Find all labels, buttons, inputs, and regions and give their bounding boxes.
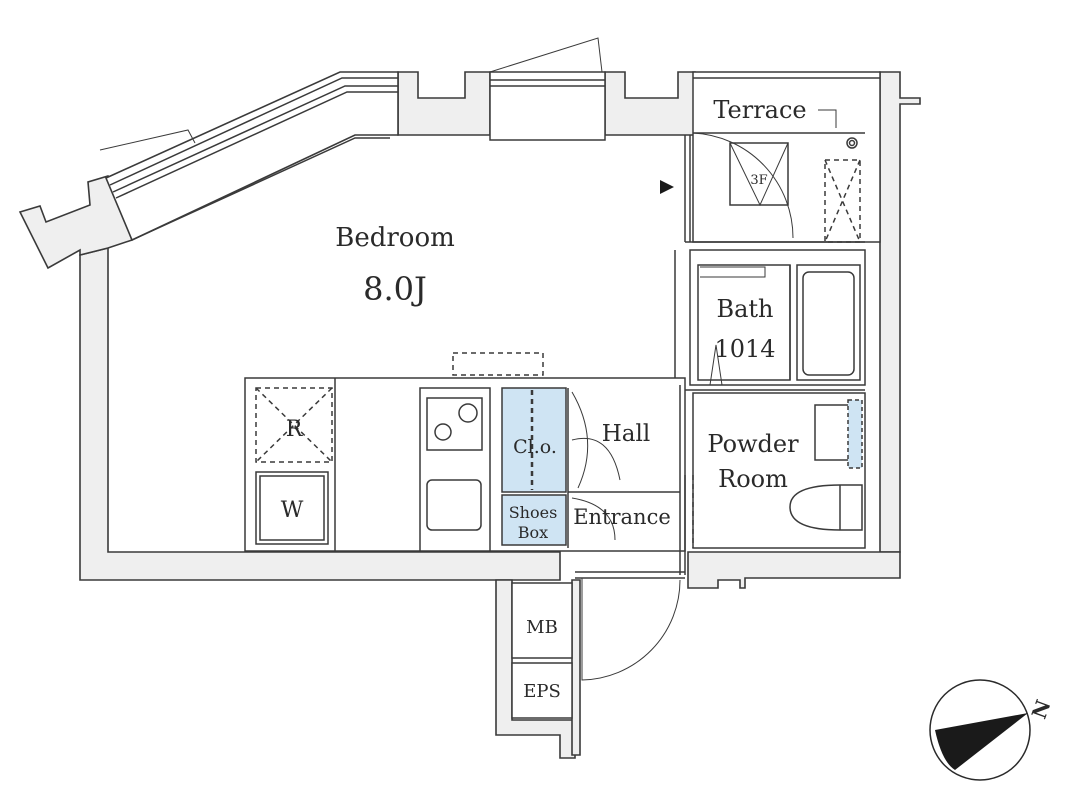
bath-size: 1014 bbox=[714, 335, 775, 363]
top-window bbox=[489, 37, 606, 141]
diagonal-window bbox=[99, 71, 399, 242]
hall-label: Hall bbox=[602, 421, 650, 447]
entrance-label: Entrance bbox=[573, 505, 671, 529]
bedroom-label: Bedroom bbox=[335, 223, 455, 253]
closet-label: Cl.o. bbox=[513, 436, 557, 458]
washer-label: W bbox=[281, 498, 304, 523]
terrace bbox=[660, 71, 881, 243]
shoes-box-label-1: Shoes bbox=[509, 503, 558, 522]
terrace-label: Terrace bbox=[713, 96, 806, 124]
powder-room-label-1: Powder bbox=[707, 430, 799, 458]
arrow-marker-icon bbox=[660, 180, 674, 194]
bedroom-size: 8.0J bbox=[363, 270, 427, 308]
powder-room bbox=[692, 392, 866, 549]
refrigerator-label: R bbox=[286, 417, 304, 442]
bath bbox=[674, 249, 866, 391]
meter-shaft bbox=[511, 582, 573, 719]
eps-label: EPS bbox=[523, 681, 561, 702]
shoes-box-label-2: Box bbox=[518, 523, 548, 542]
labels: Bedroom 8.0J Terrace 3F Bath 1014 Powder… bbox=[281, 96, 1056, 722]
hall-entrance bbox=[568, 385, 686, 681]
powder-room-label-2: Room bbox=[718, 465, 788, 493]
mb-label: MB bbox=[526, 617, 558, 638]
compass-icon bbox=[929, 679, 1031, 781]
outdoor-unit-label: 3F bbox=[750, 173, 767, 188]
north-label: N bbox=[1027, 697, 1056, 722]
bath-label: Bath bbox=[716, 295, 773, 323]
storage bbox=[501, 387, 569, 548]
